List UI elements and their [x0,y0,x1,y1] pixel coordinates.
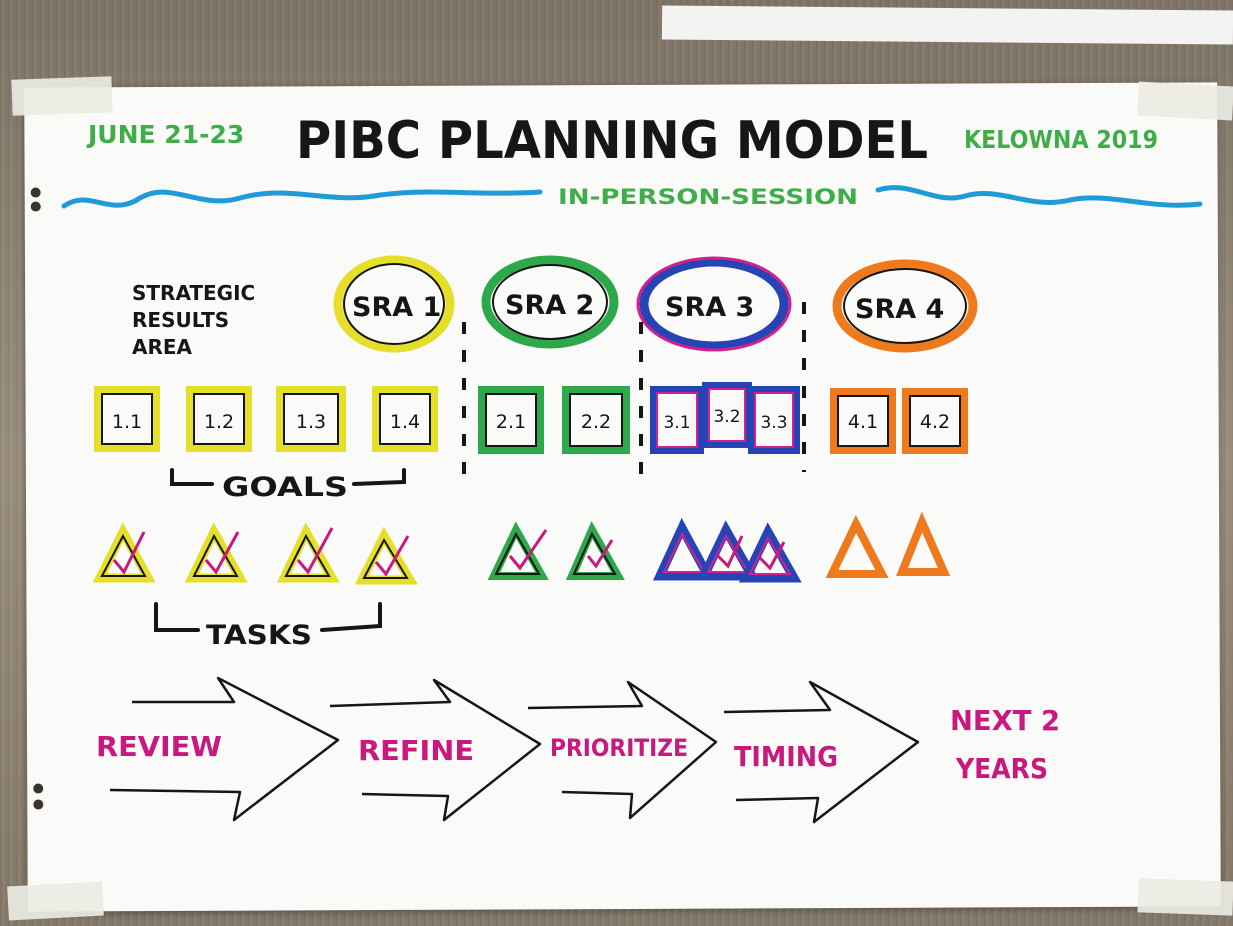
goals-label: GOALS [222,472,348,503]
sra-4-label: SRA 4 [855,294,944,325]
sra-1-circle [333,255,455,353]
session-subtitle: IN-PERSON-SESSION [558,185,858,209]
tasks-label: TASKS [206,620,312,651]
legend-line-1: STRATEGIC [132,281,255,305]
goal-box-accent [754,392,794,448]
goal-label-4-1: 4.1 [848,411,878,433]
task-check-icon [758,541,786,571]
goal-box-outline [283,393,339,445]
outcome-line-1: NEXT 2 [950,704,1060,737]
page-title: PIBC PLANNING MODEL [296,111,928,171]
task-triangle [896,511,951,576]
task-triangle [825,515,889,578]
step-timing: TIMING [734,740,838,773]
goal-box-1-1 [94,386,160,452]
step-prioritize: PRIORITIZE [550,734,688,762]
goal-box-4-2 [902,388,968,454]
goal-box-outline [909,395,961,447]
goals-bracket-left [170,468,214,486]
sra-3-circle-accent [636,256,792,352]
sra-4-circle [832,259,978,353]
goal-box-outline [837,395,889,447]
goal-label-3-2: 3.2 [713,407,740,427]
wavy-line-right [875,185,1203,208]
task-check-icon [716,535,744,569]
goal-box-accent [708,388,746,442]
step-review: REVIEW [96,730,222,763]
arrow-review [109,676,340,822]
task-triangle [276,522,340,583]
goal-label-4-2: 4.2 [920,411,950,433]
tasks-bracket-left [154,602,200,632]
goal-box-1-2 [186,386,252,452]
sra-3-circle [639,257,789,351]
step-refine: REFINE [358,734,474,767]
tasks-bracket-right [320,602,382,632]
task-triangle [738,522,802,583]
goal-box-outline [193,393,245,445]
goal-label-2-1: 2.1 [496,411,526,433]
legend-line-3: AREA [132,335,193,359]
task-triangle-accent [748,535,792,575]
date-text: JUNE 21-23 [86,120,244,149]
goal-label-1-4: 1.4 [390,411,420,433]
task-triangle-accent [706,533,750,573]
sra-4-circle-outline [843,268,967,344]
goal-box-outline [569,393,623,447]
goal-box-1-3 [276,386,346,452]
goals-bracket-right [352,468,406,486]
sra-2-label: SRA 2 [505,290,594,321]
location-text: KELOWNA 2019 [964,125,1158,154]
task-triangle-accent [662,531,706,573]
task-check-icon [508,529,548,571]
goal-label-2-2: 2.2 [581,411,611,433]
sra-2-circle-outline [492,264,608,340]
goal-box-3-1 [650,386,704,454]
goal-label-1-1: 1.1 [112,411,142,433]
task-triangle [696,520,760,581]
outcome-line-2: YEARS [955,752,1048,785]
goal-box-accent [656,392,698,448]
goal-box-outline [485,393,537,447]
task-check-icon [374,535,410,577]
task-triangle-outline [494,531,541,575]
task-check-icon [204,531,240,575]
goal-label-1-3: 1.3 [296,411,326,433]
task-triangle [354,526,418,585]
task-check-icon [112,531,146,575]
arrow-refine [329,678,542,822]
task-triangle-outline [100,533,147,577]
goal-label-3-1: 3.1 [663,413,690,433]
goal-box-2-2 [562,386,630,454]
task-triangle [652,517,716,581]
goal-label-1-2: 1.2 [204,411,234,433]
task-triangle [92,522,156,583]
sra-1-circle-outline [343,263,445,345]
task-triangles [92,511,951,585]
sra-3-label: SRA 3 [665,292,754,323]
task-check-icon [296,527,334,575]
wavy-line-left [61,189,543,209]
sra-1-label: SRA 1 [352,292,441,323]
goal-box-2-1 [478,386,544,454]
goal-box-outline [379,393,431,445]
goal-box-3-3 [748,386,800,454]
arrow-timing [723,680,920,824]
legend-line-2: RESULTS [132,308,229,332]
goal-label-3-3: 3.3 [760,413,787,433]
goal-box-outline [101,393,153,445]
goal-box-4-1 [830,388,896,454]
task-check-icon [586,539,614,569]
sra-2-circle [481,255,619,349]
goal-box-1-4 [372,386,438,452]
arrow-prioritize [527,680,718,820]
